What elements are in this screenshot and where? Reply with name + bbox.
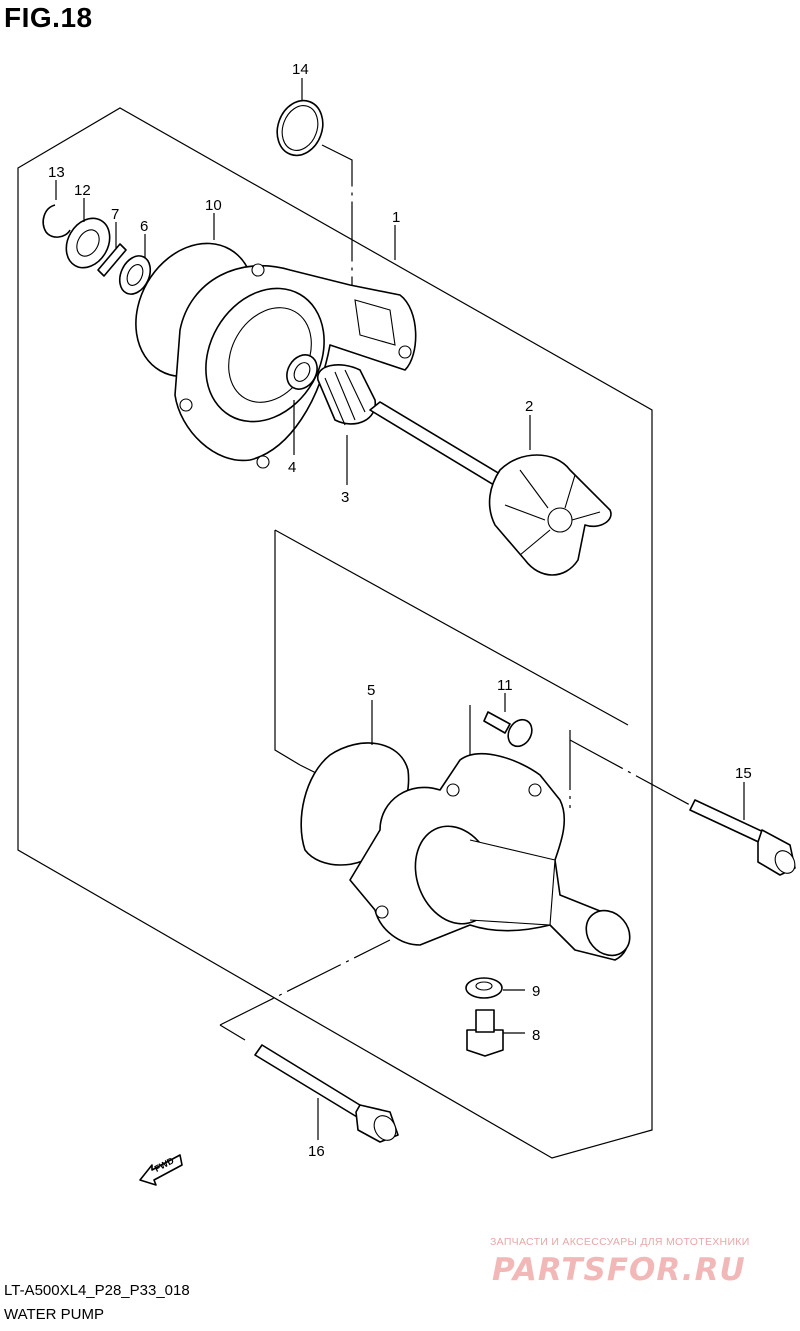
bolt-15-drawing bbox=[689, 799, 796, 876]
callout-8: 8 bbox=[532, 1027, 540, 1044]
callout-3: 3 bbox=[341, 489, 349, 506]
callout-13: 13 bbox=[48, 164, 65, 181]
washer-9-drawing bbox=[465, 977, 503, 999]
callout-7: 7 bbox=[111, 206, 119, 223]
callout-2: 2 bbox=[525, 398, 533, 415]
pump-body-1-drawing bbox=[174, 263, 417, 469]
callout-11: 11 bbox=[497, 677, 513, 694]
drain-bolt-8-drawing bbox=[466, 1009, 504, 1057]
part-12-drawing bbox=[65, 217, 111, 269]
bolt-15-reference-line bbox=[569, 739, 691, 806]
bolt-16-reference-line bbox=[219, 939, 391, 1026]
leader-lines bbox=[55, 78, 745, 1140]
figure-title: FIG.18 bbox=[4, 2, 93, 33]
watermark-brand: PARTSFOR.RU bbox=[492, 1252, 746, 1288]
pin-7-drawing bbox=[97, 243, 127, 277]
washer-6-drawing bbox=[118, 255, 152, 295]
callout-12: 12 bbox=[74, 182, 91, 199]
pump-cover-drawing bbox=[349, 752, 631, 961]
callout-6: 6 bbox=[140, 218, 148, 235]
mechanical-seal-3-drawing bbox=[317, 364, 376, 426]
model-code: LT-A500XL4_P28_P33_018 bbox=[4, 1282, 190, 1299]
callout-16: 16 bbox=[308, 1143, 325, 1160]
bolt-11-drawing bbox=[483, 711, 533, 748]
callout-9: 9 bbox=[532, 983, 540, 1000]
bolt-16-reference-stub bbox=[219, 1024, 246, 1041]
seal-4-drawing bbox=[286, 354, 318, 390]
assembly-outline bbox=[17, 107, 653, 1159]
bolt-16-drawing bbox=[254, 1044, 399, 1143]
callout-14: 14 bbox=[292, 61, 309, 78]
callout-5: 5 bbox=[367, 682, 375, 699]
callout-4: 4 bbox=[288, 459, 296, 476]
callout-1: 1 bbox=[392, 209, 400, 226]
e-clip-13-drawing bbox=[42, 204, 71, 238]
callout-10: 10 bbox=[205, 197, 222, 214]
cover-reference-frame bbox=[274, 529, 629, 766]
diagram-name: WATER PUMP bbox=[4, 1306, 104, 1323]
watermark-tagline: ЗАПЧАСТИ И АКСЕССУАРЫ ДЛЯ МОТОТЕХНИКИ bbox=[490, 1236, 750, 1248]
impeller-2-drawing bbox=[369, 401, 612, 576]
callout-15: 15 bbox=[735, 765, 752, 782]
fwd-arrow-icon: FWD bbox=[139, 1154, 183, 1186]
o-ring-14-drawing bbox=[276, 99, 353, 290]
